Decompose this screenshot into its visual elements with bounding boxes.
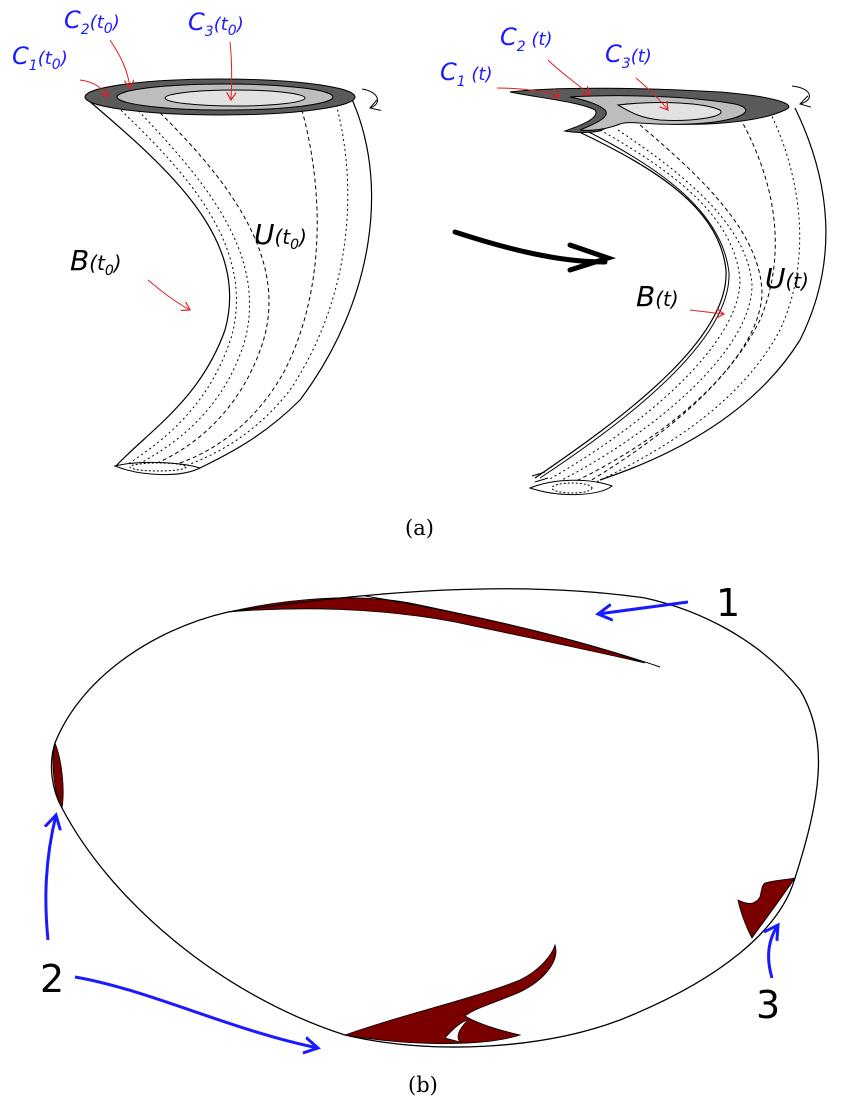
panel-a-left-tube [84, 78, 378, 475]
tube-left-bottom-cap [113, 461, 202, 475]
marker-2: 2 [40, 957, 64, 1001]
caption-a: (a) [405, 516, 434, 540]
arrow-2-up [46, 815, 56, 941]
domain-boundary [50, 588, 820, 1048]
panel-a-left-labels: C1(t0) C2(t0) C3(t0) B(t0) U(t0) [12, 6, 307, 279]
tube-left-dashed-lines [149, 102, 318, 467]
tube-left-dotted-right [184, 99, 349, 467]
arrow-3 [769, 925, 778, 979]
label-c2-t: C2 (t) [500, 23, 553, 55]
tube-right-dotted [547, 129, 753, 482]
tube-right-dotted-outer [591, 111, 801, 485]
label-c1-t: C1 (t) [440, 58, 493, 90]
tube-right-dashed [571, 117, 776, 485]
label-u-t0: U(t0) [254, 218, 307, 253]
rotation-arrow-right [791, 85, 809, 104]
panel-a-left-pointers [79, 39, 232, 310]
ring-c3-left [164, 89, 306, 107]
region-2-bottom [343, 943, 557, 1045]
label-b-t0: B(t0) [70, 244, 122, 279]
tube-right-inner [539, 129, 730, 479]
label-c3-t0: C3(t0) [188, 8, 244, 40]
ring-c3-right [616, 102, 722, 121]
label-c1-t0: C1(t0) [12, 42, 68, 74]
rotation-arrow-left [361, 88, 378, 108]
panel-a-right-tube [509, 85, 827, 495]
caption-b: (b) [408, 1073, 438, 1097]
arrow-1 [598, 600, 689, 614]
region-2-notch [444, 1019, 470, 1043]
region-3 [737, 877, 796, 939]
label-c3-t: C3(t) [605, 40, 652, 72]
tube-right-bottom-dotted [551, 482, 593, 494]
marker-3: 3 [756, 983, 780, 1027]
tube-right-outline [534, 107, 827, 481]
arrow-2-right [74, 975, 318, 1048]
panel-b-arrows [46, 600, 778, 1048]
tube-left-bottom-dotted [129, 462, 187, 472]
label-b-t: B(t) [636, 280, 679, 313]
time-evolution-arrow [452, 229, 617, 273]
label-c2-t0: C2(t0) [64, 6, 120, 38]
marker-1: 1 [716, 581, 740, 625]
panel-b-domain [50, 588, 820, 1048]
tube-left-outline [87, 94, 373, 469]
region-1 [227, 597, 646, 664]
region-1-line [364, 595, 661, 668]
panel-a-right-labels: C1 (t) C2 (t) C3(t) B(t) U(t) [440, 23, 809, 313]
panel-a-right-pointers [496, 59, 724, 314]
label-u-t: U(t) [765, 262, 809, 295]
